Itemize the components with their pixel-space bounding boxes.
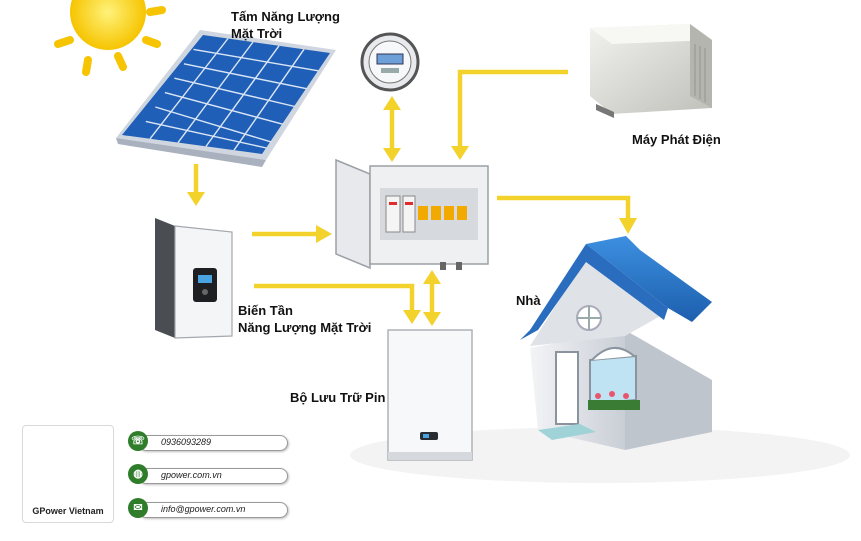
house-label: Nhà bbox=[516, 293, 541, 308]
brand-card: GPower Vietnam bbox=[22, 425, 114, 523]
brand-name: GPower Vietnam bbox=[32, 506, 104, 516]
flow-arrows bbox=[193, 69, 631, 318]
phone-contact[interactable]: ☏ 0936093289 bbox=[128, 431, 288, 453]
battery-label: Bộ Lưu Trữ Pin bbox=[290, 390, 386, 405]
solar-inverter bbox=[155, 218, 233, 339]
website-contact[interactable]: ◍ gpower.com.vn bbox=[128, 464, 288, 486]
phone-number[interactable]: 0936093289 bbox=[161, 437, 212, 447]
solar-panel-label-line2: Mặt Trời bbox=[231, 26, 283, 41]
website-url[interactable]: gpower.com.vn bbox=[161, 470, 222, 480]
solar-panel-label: Tấm Năng Lượng Mặt Trời bbox=[231, 8, 340, 42]
mail-icon: ✉ bbox=[128, 498, 148, 518]
arrow-heads bbox=[187, 96, 637, 326]
email-contact[interactable]: ✉ info@gpower.com.vn bbox=[128, 498, 288, 520]
sun-icon bbox=[54, 0, 166, 76]
phone-icon: ☏ bbox=[128, 431, 148, 451]
inverter-label: Biến Tần Năng Lượng Mặt Trời bbox=[238, 302, 371, 336]
battery-storage bbox=[387, 329, 473, 461]
generator-label: Máy Phát Điện bbox=[632, 132, 721, 147]
ground-shadow bbox=[350, 427, 850, 483]
inverter-label-line1: Biến Tần bbox=[238, 303, 293, 318]
house bbox=[520, 236, 712, 450]
inverter-label-line2: Năng Lượng Mặt Trời bbox=[238, 320, 372, 335]
solar-panel-label-line1: Tấm Năng Lượng bbox=[231, 9, 340, 24]
email-address[interactable]: info@gpower.com.vn bbox=[161, 504, 246, 514]
solar-panel bbox=[116, 30, 336, 167]
generator bbox=[590, 24, 712, 118]
electric-meter bbox=[360, 32, 420, 92]
distribution-board bbox=[335, 158, 489, 270]
globe-icon: ◍ bbox=[128, 464, 148, 484]
